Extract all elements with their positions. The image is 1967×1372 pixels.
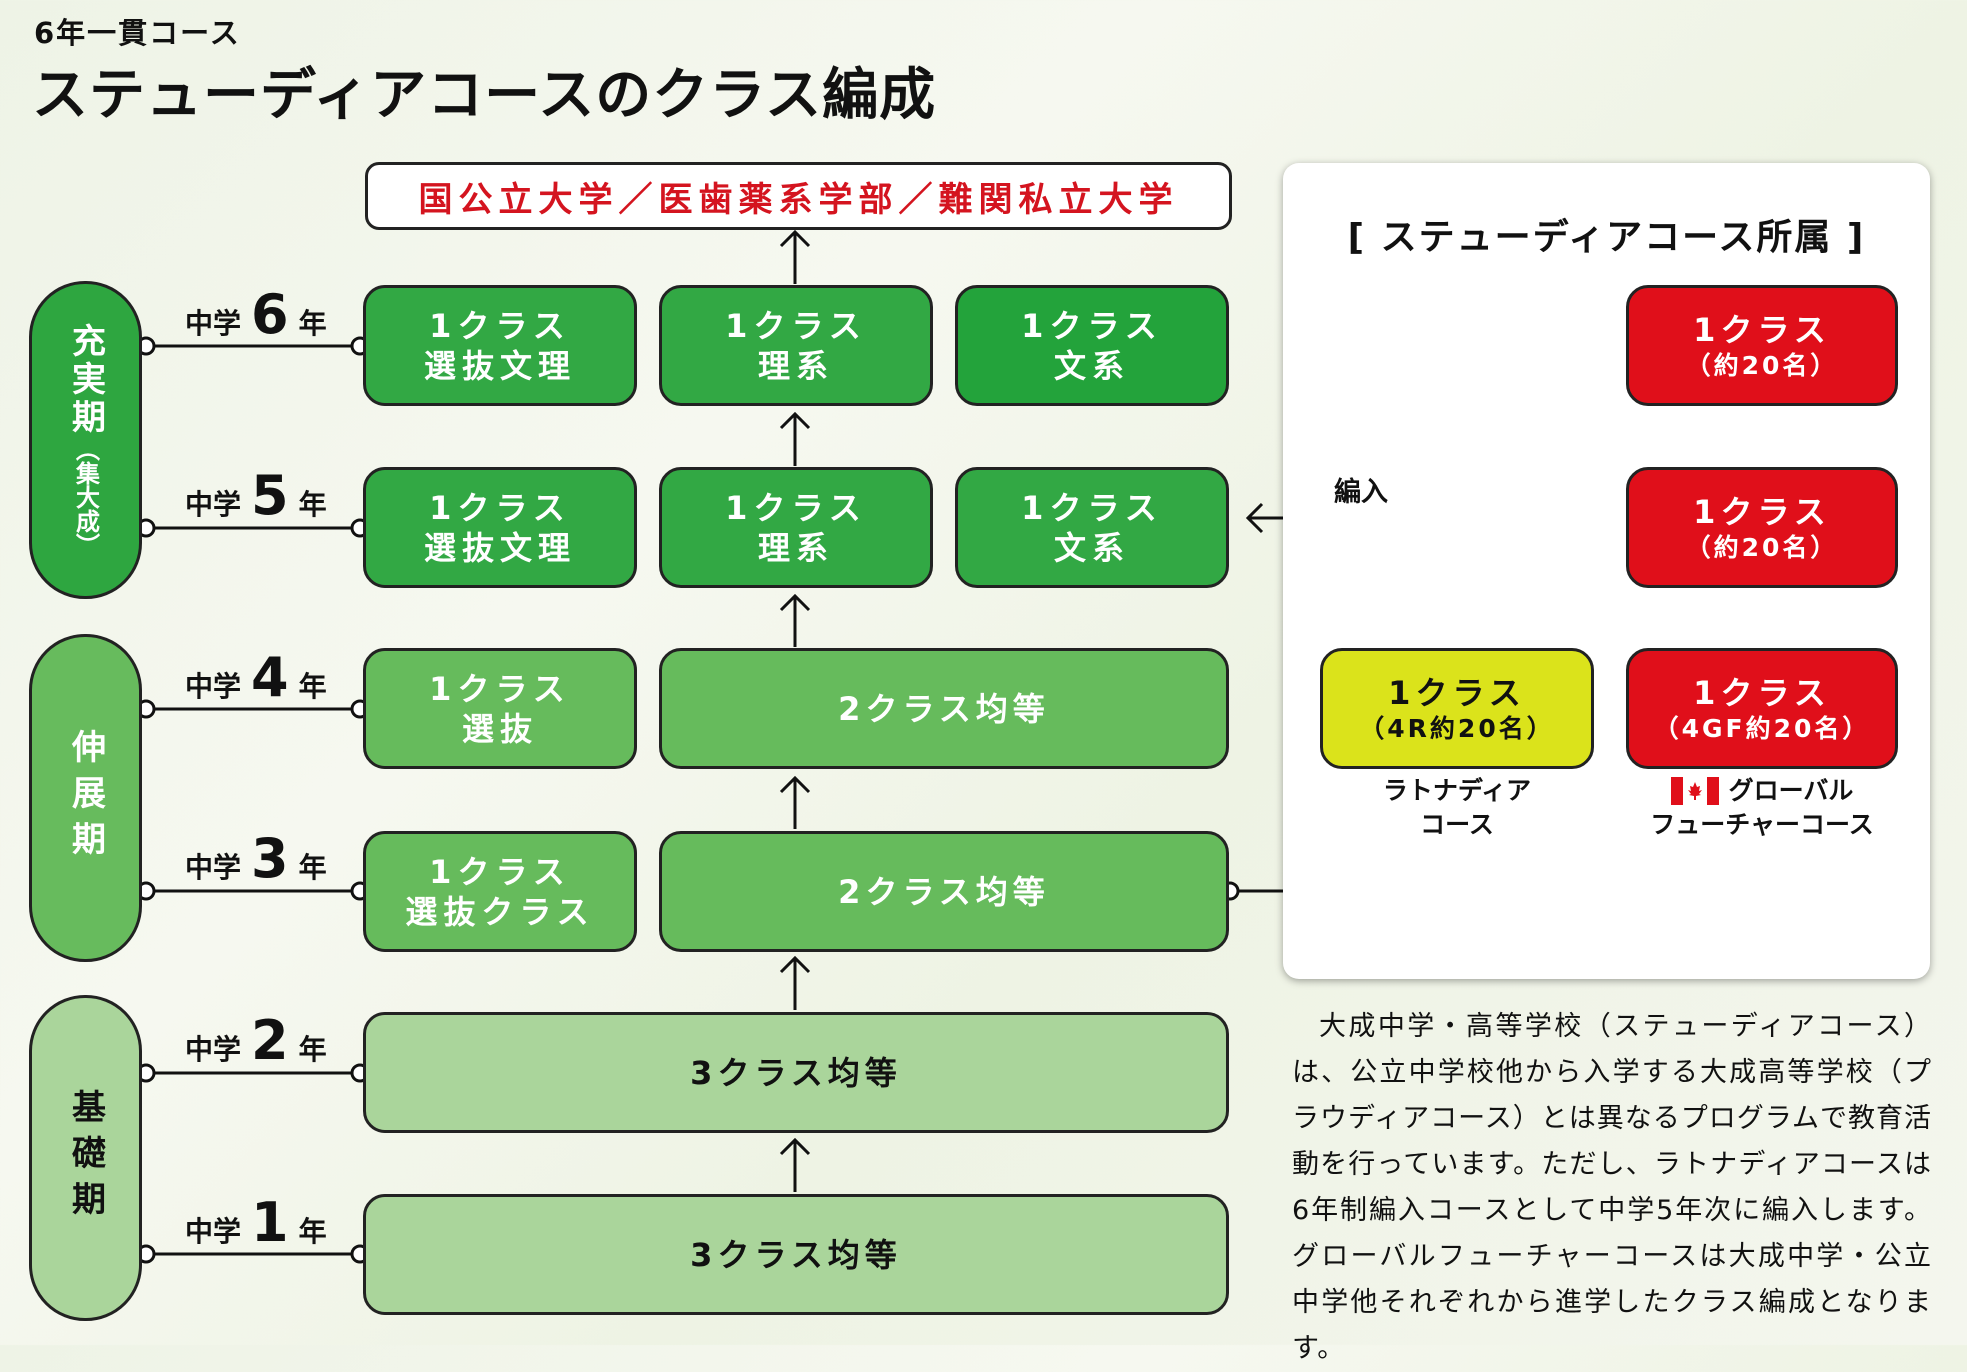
grade-label-1: 中学 1 年 [185, 1196, 327, 1250]
class-count: 1クラス [429, 852, 571, 891]
global-class-box-g6: 1クラス （約20名） [1626, 285, 1898, 406]
grade-number: 3 [251, 827, 289, 890]
grade-prefix: 中学 [185, 851, 242, 884]
global-caption: グローバル フューチャーコース [1626, 774, 1898, 842]
class-count: 3クラス均等 [690, 1235, 902, 1274]
class-type: 理系 [757, 346, 834, 385]
class-box-g4-selective: 1クラス 選抜 [363, 648, 637, 769]
grade-suffix: 年 [298, 488, 327, 521]
class-size: （4GF約20名） [1653, 713, 1871, 743]
grade-label-4: 中学 4 年 [185, 651, 327, 705]
goal-box: 国公立大学／医歯薬系学部／難関私立大学 [365, 162, 1232, 230]
grade-label-2: 中学 2 年 [185, 1014, 327, 1068]
class-box-g3-equal: 2クラス均等 [659, 831, 1229, 952]
class-count: 1クラス [725, 488, 867, 527]
grade-label-5: 中学 5 年 [185, 469, 327, 523]
caption-line: ラトナディア [1382, 776, 1532, 805]
phase-pill-shinten: 伸展期 [29, 634, 142, 962]
canada-flag-icon [1670, 777, 1719, 805]
class-type: 選抜 [461, 709, 538, 748]
grade-prefix: 中学 [185, 670, 242, 703]
class-type: 理系 [757, 528, 834, 567]
class-box-g4-equal: 2クラス均等 [659, 648, 1229, 769]
grade-suffix: 年 [298, 1033, 327, 1066]
phase-label: 基礎期 [65, 1089, 106, 1227]
panel-title: [ ステューディアコース所属 ] [1347, 217, 1866, 258]
transfer-label: 編入 [1334, 477, 1388, 508]
class-count: 2クラス均等 [838, 689, 1050, 728]
class-type: 文系 [1053, 528, 1130, 567]
grade-suffix: 年 [298, 851, 327, 884]
global-class-box-g5: 1クラス （約20名） [1626, 467, 1898, 588]
grade-label-6: 中学 6 年 [185, 288, 327, 342]
class-type: 選抜クラス [405, 892, 595, 931]
class-box-g5-selective: 1クラス 選抜文理 [363, 467, 637, 588]
class-size: （4R約20名） [1359, 713, 1555, 743]
class-count: 1クラス [1693, 310, 1831, 349]
caption-row: グローバル [1626, 774, 1898, 808]
class-count: 3クラス均等 [690, 1053, 902, 1092]
grade-number: 1 [251, 1191, 289, 1254]
grade-suffix: 年 [298, 307, 327, 340]
class-box-g5-science: 1クラス 理系 [659, 467, 933, 588]
class-count: 1クラス [429, 306, 571, 345]
global-class-box-g4: 1クラス （4GF約20名） [1626, 648, 1898, 769]
grade-prefix: 中学 [185, 307, 242, 340]
class-count: 1クラス [725, 306, 867, 345]
description-text: 大成中学・高等学校（ステューディアコース）は、公立中学校他から入学する大成高等学… [1292, 1011, 1932, 1364]
class-count: 1クラス [1693, 673, 1831, 712]
class-box-g3-selective: 1クラス 選抜クラス [363, 831, 637, 952]
phase-sublabel: （集大成） [71, 437, 100, 557]
phase-label: 充実期 [65, 323, 106, 437]
class-count: 1クラス [1021, 488, 1163, 527]
grade-prefix: 中学 [185, 488, 242, 521]
class-size: （約20名） [1685, 350, 1839, 380]
class-box-g5-humanities: 1クラス 文系 [955, 467, 1229, 588]
class-count: 1クラス [429, 488, 571, 527]
class-size: （約20名） [1685, 532, 1839, 562]
phase-pill-kiso: 基礎期 [29, 995, 142, 1321]
grade-suffix: 年 [298, 670, 327, 703]
grade-prefix: 中学 [185, 1215, 242, 1248]
grade-suffix: 年 [298, 1215, 327, 1248]
grade-prefix: 中学 [185, 1033, 242, 1066]
phase-label: 伸展期 [65, 729, 106, 867]
class-type: 選抜文理 [423, 346, 576, 385]
caption-line: コース [1420, 810, 1494, 839]
latonadia-caption: ラトナディア コース [1320, 774, 1594, 842]
class-count: 1クラス [1693, 492, 1831, 531]
page-subtitle: 6年一貫コース [34, 16, 241, 50]
class-count: 1クラス [1021, 306, 1163, 345]
grade-number: 2 [251, 1009, 289, 1072]
class-count: 1クラス [1388, 673, 1526, 712]
caption-line: フューチャーコース [1650, 810, 1874, 839]
grade-number: 6 [251, 283, 289, 346]
class-box-g1-equal: 3クラス均等 [363, 1194, 1229, 1315]
phase-pill-jujitsu: 充実期 （集大成） [29, 281, 142, 599]
class-box-g2-equal: 3クラス均等 [363, 1012, 1229, 1133]
class-count: 1クラス [429, 669, 571, 708]
caption-line: グローバル [1728, 776, 1854, 805]
page-title: ステューディアコースのクラス編成 [32, 63, 937, 128]
latonadia-class-box: 1クラス （4R約20名） [1320, 648, 1594, 769]
class-type: 文系 [1053, 346, 1130, 385]
grade-label-3: 中学 3 年 [185, 832, 327, 886]
class-box-g6-science: 1クラス 理系 [659, 285, 933, 406]
class-type: 選抜文理 [423, 528, 576, 567]
class-box-g6-humanities: 1クラス 文系 [955, 285, 1229, 406]
class-box-g6-selective: 1クラス 選抜文理 [363, 285, 637, 406]
grade-number: 5 [251, 464, 289, 527]
grade-number: 4 [251, 646, 289, 709]
class-count: 2クラス均等 [838, 872, 1050, 911]
